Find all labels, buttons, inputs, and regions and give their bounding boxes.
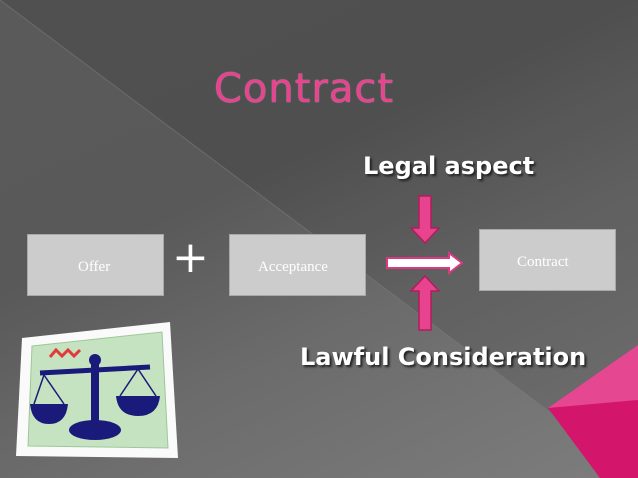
offer-box: Offer [27,234,164,296]
down-arrow-icon [409,195,441,245]
legal-aspect-label: Legal aspect [363,152,535,180]
slide-title: Contract [214,66,395,112]
scales-icon [30,347,160,440]
acceptance-box-label: Acceptance [258,259,328,275]
corner-accent-highlight [548,345,638,408]
up-arrow-icon [409,274,441,331]
plus-sign: + [172,232,209,283]
contract-box-label: Contract [517,254,569,270]
lawful-consideration-label: Lawful Consideration [300,343,587,371]
right-arrow-icon [386,250,464,276]
offer-box-label: Offer [78,259,111,275]
acceptance-box: Acceptance [229,234,366,296]
contract-box: Contract [479,229,616,291]
